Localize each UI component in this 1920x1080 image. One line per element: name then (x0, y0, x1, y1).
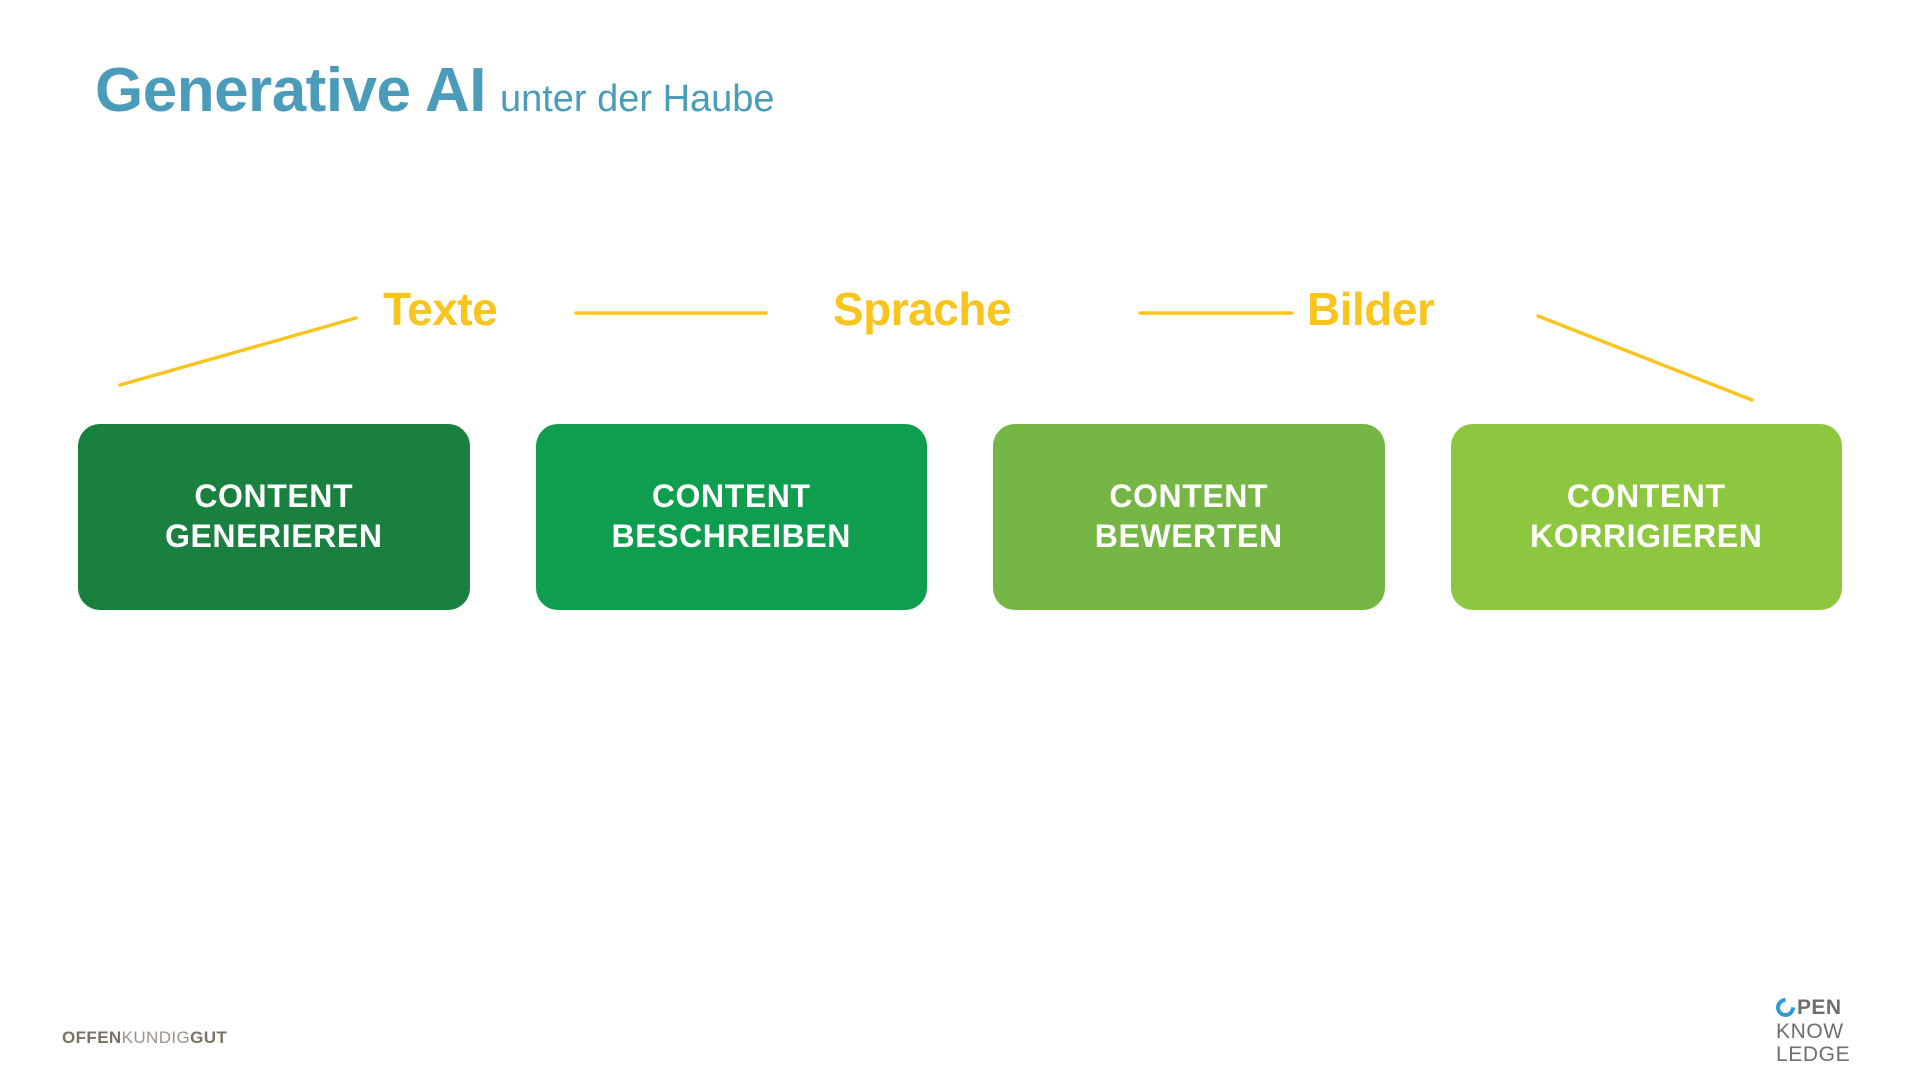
okg-part-gut: GUT (190, 1028, 228, 1047)
connector-right-diagonal (1536, 314, 1754, 402)
openknowledge-logo: PEN KNOW LEDGE (1772, 994, 1872, 1067)
offenkundiggut-logo: OFFENKUNDIGGUT (62, 1028, 227, 1048)
content-box-line2: BESCHREIBEN (611, 518, 852, 554)
ok-logo-row-open: PEN (1772, 994, 1872, 1022)
ok-logo-row-ledge: LEDGE (1776, 1043, 1851, 1067)
content-box-row: CONTENT GENERIEREN CONTENT BESCHREIBEN C… (78, 424, 1842, 610)
okg-part-offen: OFFEN (62, 1028, 122, 1047)
content-box-bewerten[interactable]: CONTENT BEWERTEN (993, 424, 1385, 610)
content-box-line2: KORRIGIEREN (1530, 518, 1763, 554)
page-title: Generative AI unter der Haube (95, 58, 775, 123)
content-box-line1: CONTENT (194, 478, 354, 515)
ok-logo-row-know: KNOW (1776, 1019, 1844, 1043)
category-label-texte: Texte (383, 283, 498, 335)
content-box-line1: CONTENT (1566, 478, 1726, 515)
ok-logo-pen: PEN (1797, 996, 1842, 1019)
content-box-generieren[interactable]: CONTENT GENERIEREN (78, 424, 470, 610)
category-label-bilder: Bilder (1307, 283, 1435, 335)
content-box-line2: BEWERTEN (1094, 518, 1283, 554)
title-subtitle-text: unter der Haube (499, 78, 775, 120)
category-label-sprache: Sprache (833, 283, 1012, 335)
content-box-korrigieren[interactable]: CONTENT KORRIGIEREN (1450, 424, 1842, 610)
title-main-text: Generative AI (95, 56, 486, 125)
okg-part-kundig: KUNDIG (121, 1028, 191, 1047)
content-box-line2: GENERIEREN (164, 518, 383, 554)
content-box-line1: CONTENT (1109, 478, 1269, 515)
connector-left-diagonal (118, 316, 358, 387)
open-circle-icon (1772, 994, 1799, 1022)
content-box-line1: CONTENT (651, 478, 811, 515)
content-box-beschreiben[interactable]: CONTENT BESCHREIBEN (535, 424, 927, 610)
